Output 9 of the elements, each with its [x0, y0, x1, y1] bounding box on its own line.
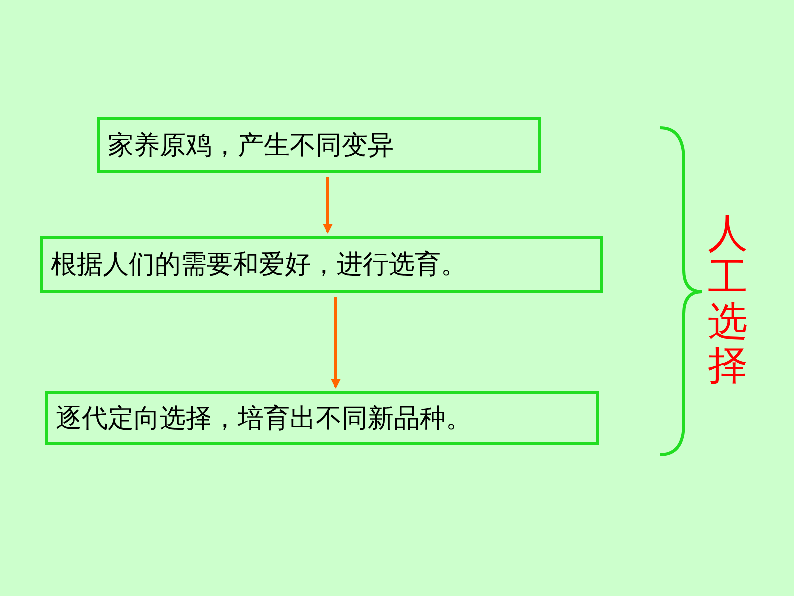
process-box — [45, 391, 599, 445]
process-box — [40, 236, 603, 293]
step-text: 根据人们的需要和爱好，进行选育。 — [51, 249, 467, 282]
step-text: 家养原鸡，产生不同变异 — [108, 130, 394, 162]
arrow — [323, 177, 333, 234]
step-text: 逐代定向选择，培育出不同新品种。 — [56, 402, 472, 436]
vertical-label: 人工选择 — [708, 212, 748, 388]
arrow — [331, 297, 341, 389]
process-box — [97, 117, 541, 173]
